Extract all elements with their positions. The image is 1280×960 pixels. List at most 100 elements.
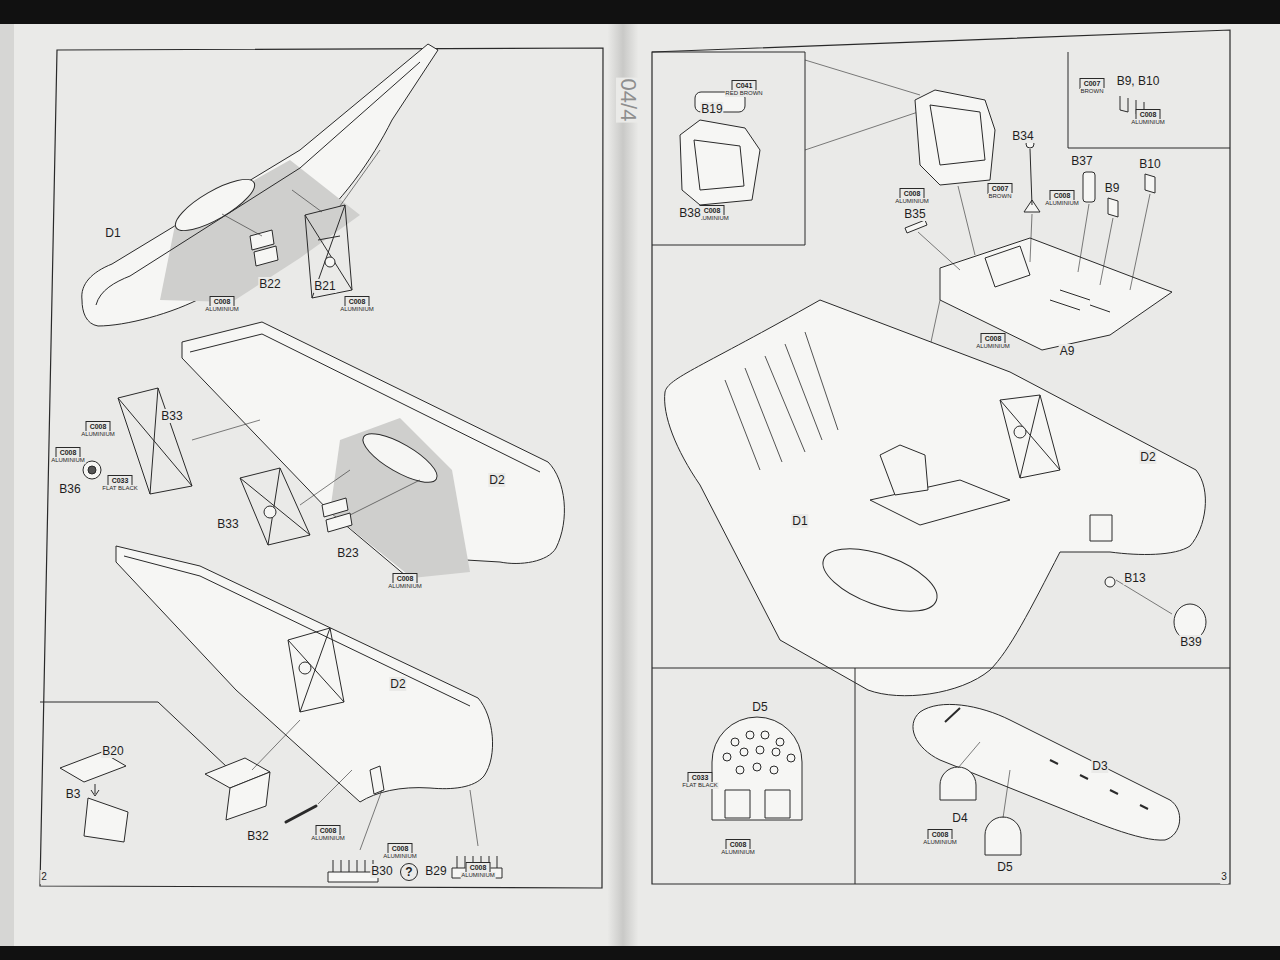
part-number: D5 (751, 700, 768, 714)
illustration-line (608, 24, 638, 946)
paint-code: C008 (213, 297, 232, 306)
illustration-line (985, 246, 1030, 287)
illustration-line (82, 44, 438, 326)
paint-code: C008 (348, 297, 367, 306)
illustration-line (1024, 149, 1040, 212)
paint-name: BROWN (988, 193, 1013, 200)
paint-code: C008 (903, 189, 922, 198)
part-number: B39 (1179, 635, 1202, 649)
paint-name: ALUMINIUM (80, 431, 116, 438)
illustration-line (299, 662, 311, 674)
illustration-line (725, 790, 750, 818)
illustration-line (805, 60, 920, 150)
part-number: B35 (903, 207, 926, 221)
illustration-line (84, 798, 128, 842)
illustration-line (765, 790, 790, 818)
part-number: D2 (1139, 450, 1156, 464)
paint-code-box: C033FLAT BLACK (108, 475, 133, 486)
illustration-line (776, 738, 784, 746)
illustration-line (286, 806, 316, 822)
paint-code: C008 (391, 844, 410, 853)
paint-code-box: C008ALUMINIUM (466, 862, 491, 873)
illustration-line (736, 766, 744, 774)
illustration-line (870, 480, 1010, 525)
paint-code: C008 (984, 334, 1003, 343)
query-circle: ? (400, 863, 418, 881)
paint-code-box: C007BROWN (1080, 78, 1105, 89)
illustration-line (958, 742, 1010, 818)
paint-name: FLAT BLACK (101, 485, 138, 492)
illustration-line (1068, 52, 1230, 148)
paint-name: ALUMINIUM (387, 583, 423, 590)
illustration-line (1014, 426, 1026, 438)
page-number: 3 (1220, 870, 1228, 884)
illustration-line (0, 24, 14, 946)
paint-code-box: C008ALUMINIUM (700, 205, 725, 216)
part-number: B21 (313, 279, 336, 293)
part-number: B23 (336, 546, 359, 560)
illustration-line (250, 230, 274, 250)
illustration-line (96, 62, 420, 305)
illustration-line (665, 300, 1206, 696)
part-number: B30 (370, 864, 393, 878)
part-number: B9, B10 (1116, 74, 1161, 88)
paint-code-box: C008ALUMINIUM (726, 839, 751, 850)
paint-code-box: C008ALUMINIUM (345, 296, 370, 307)
paint-name: ALUMINIUM (1044, 200, 1080, 207)
paint-code-box: C008ALUMINIUM (1136, 109, 1161, 120)
illustration-line (91, 784, 99, 796)
part-number: B9 (1104, 181, 1121, 195)
part-number: D5 (996, 860, 1013, 874)
paint-code: C007 (1083, 79, 1102, 88)
illustration-line (240, 468, 310, 545)
illustration-line (940, 767, 976, 800)
illustration-line (222, 150, 380, 236)
illustration-line (264, 506, 276, 518)
illustration-line (326, 513, 352, 532)
paint-name: ALUMINIUM (922, 839, 958, 846)
illustration-line (88, 466, 96, 474)
illustration-line (190, 334, 540, 472)
illustration-line (731, 738, 739, 746)
illustration-line (985, 817, 1021, 855)
illustration-line (288, 628, 344, 712)
part-number: B36 (58, 482, 81, 496)
illustration-line (160, 160, 360, 302)
illustration-line (753, 763, 761, 771)
paint-code-box: C007BROWN (988, 183, 1013, 194)
paint-name: ALUMINIUM (1130, 119, 1166, 126)
illustration-line (772, 748, 780, 756)
illustration-line (761, 731, 769, 739)
illustration-line (1116, 580, 1172, 614)
illustration-line (169, 170, 261, 239)
illustration-line (305, 205, 352, 298)
illustration-line (40, 44, 1230, 884)
part-number: B3 (65, 787, 82, 801)
part-number: B19 (700, 102, 723, 116)
part-number: B33 (216, 517, 239, 531)
part-number: B38 (678, 206, 701, 220)
part-number: D1 (791, 514, 808, 528)
paint-code-box: C008ALUMINIUM (210, 296, 235, 307)
part-number: D3 (1091, 759, 1108, 773)
paint-name: ALUMINIUM (460, 872, 496, 879)
paint-code: C008 (59, 448, 78, 457)
illustration-line (370, 766, 384, 794)
paint-code: C041 (735, 81, 754, 90)
paint-name: ALUMINIUM (975, 343, 1011, 350)
paint-code: C008 (703, 206, 722, 215)
paint-code: ? (405, 865, 412, 879)
paint-code: C008 (396, 574, 415, 583)
illustration-line (322, 498, 348, 517)
illustration-line (40, 30, 1230, 888)
illustration-line (694, 140, 744, 190)
part-number: B37 (1070, 154, 1093, 168)
part-number: B34 (1011, 129, 1034, 143)
part-number: D2 (488, 473, 505, 487)
paint-code: C007 (991, 184, 1010, 193)
illustration-line (330, 418, 470, 578)
illustration-line (913, 704, 1180, 840)
part-number: A9 (1059, 344, 1076, 358)
paint-name: ALUMINIUM (720, 849, 756, 856)
